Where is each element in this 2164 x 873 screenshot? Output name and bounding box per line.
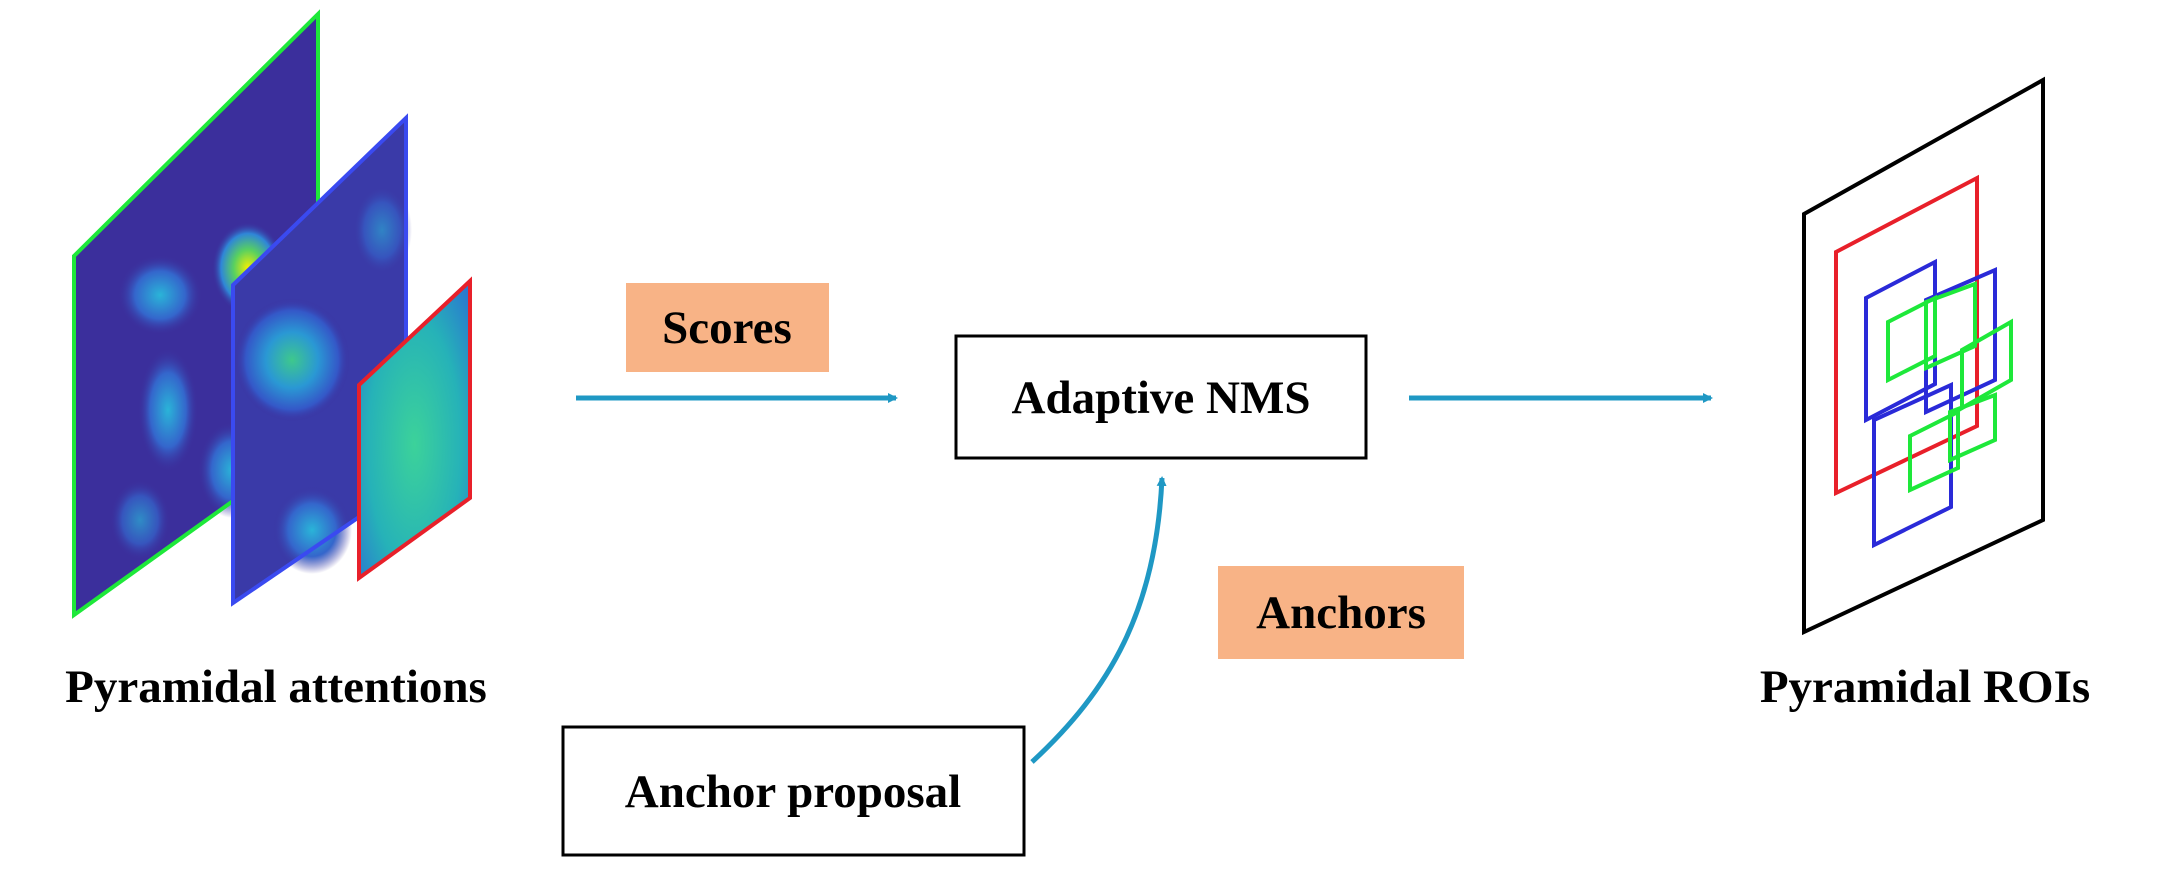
attention-map-small [357,276,472,582]
scores-tag: Scores [626,283,829,372]
pyramidal-rois-label: Pyramidal ROIs [1760,661,2090,713]
roi-green-box [1886,294,1937,384]
roi-green-box [1948,392,1997,464]
roi-green-box [1908,408,1960,494]
anchors-tag-background [1218,566,1464,659]
roi-green-box [1960,318,2013,412]
roi-blue-box [1864,258,1937,424]
anchors-tag: Anchors [1218,566,1464,659]
pyramidal-rois-group: Pyramidal ROIs [1760,76,2090,713]
anchor-proposal-frame [561,725,1026,857]
roi-frame [1802,76,2045,636]
anchor-proposal-label: Anchor proposal [625,766,961,818]
pyramidal-attentions-label: Pyramidal attentions [65,661,487,713]
roi-red-box [1834,174,1979,497]
pyramidal-attentions-group: Pyramidal attentions [65,9,487,713]
anchors-label: Anchors [1256,587,1426,639]
scores-label: Scores [662,302,792,354]
adaptive-nms-box: Adaptive NMS [954,334,1368,460]
roi-blue-box [1872,381,1953,549]
scores-tag-background [626,283,829,372]
anchors-arrow [1030,476,1167,764]
anchor-proposal-box: Anchor proposal [561,725,1026,857]
roi-blue-box [1924,266,1997,416]
attention-border-small [357,276,472,582]
roi-green-box [1924,281,1977,372]
adaptive-nms-label: Adaptive NMS [1012,372,1311,424]
adaptive-nms-frame [954,334,1368,460]
